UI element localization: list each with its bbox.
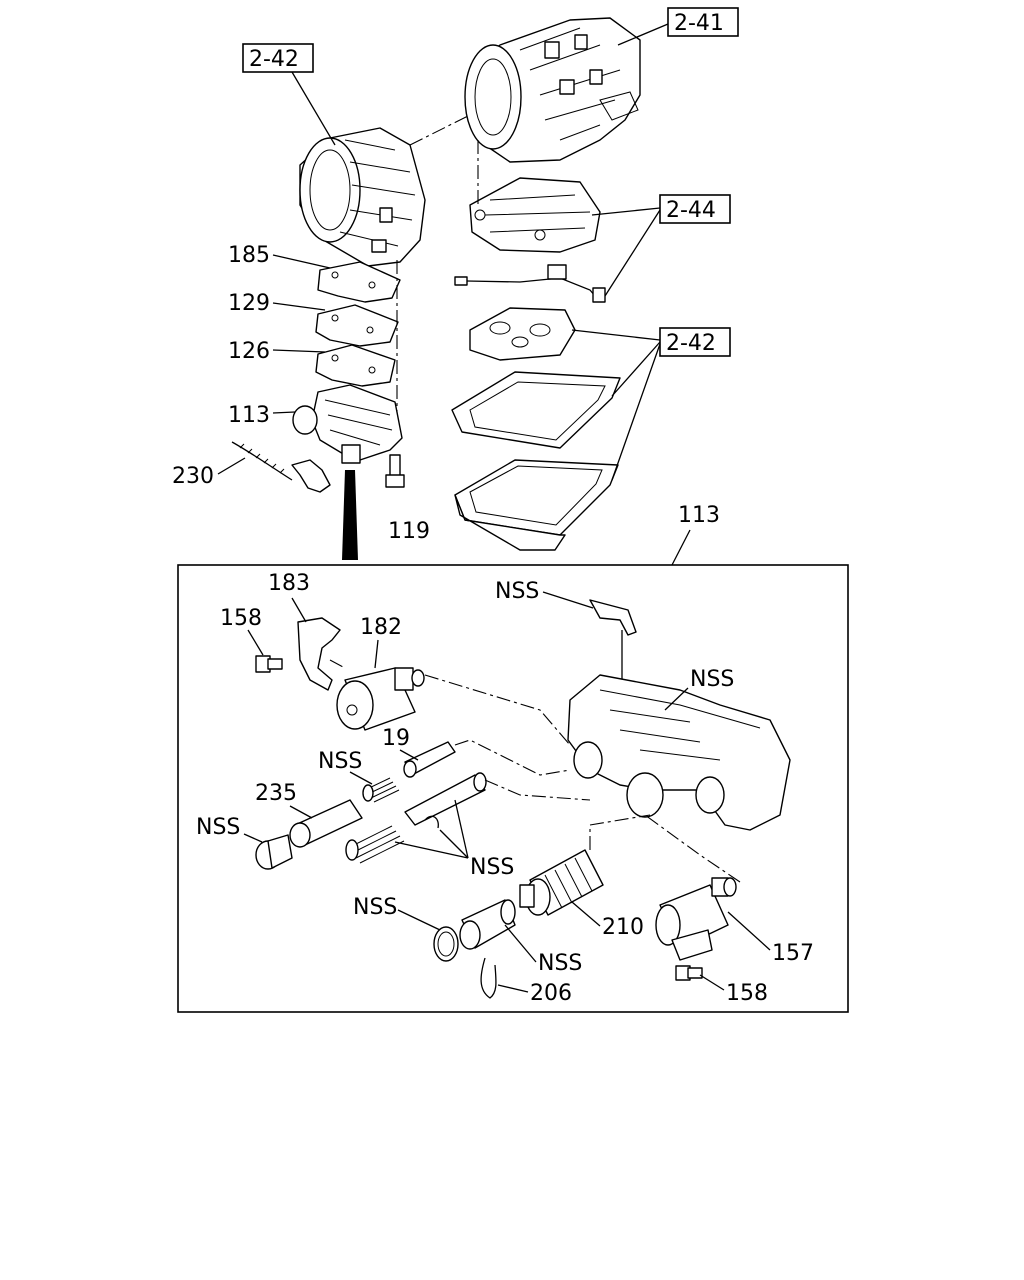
solenoid-cap xyxy=(459,899,516,950)
transmission-case xyxy=(464,17,641,163)
valve-body-housing xyxy=(567,674,791,831)
ref-2-41-label: 2-41 xyxy=(674,11,724,36)
detail-nss-oring: NSS xyxy=(353,895,397,920)
gasket-126 xyxy=(315,344,396,387)
callout-2-41: 2-41 xyxy=(617,7,739,46)
spring-large xyxy=(345,825,405,864)
valve-long-axis xyxy=(484,779,591,801)
gasket-129 xyxy=(315,304,399,347)
plug xyxy=(255,834,293,870)
ref-2-42-right-label: 2-42 xyxy=(666,331,716,356)
valve-19 xyxy=(403,741,456,778)
solenoid-182 xyxy=(336,667,425,731)
callout-2-44: 2-44 xyxy=(591,194,731,297)
spring-small xyxy=(362,777,400,803)
detail-206: 206 xyxy=(530,981,572,1006)
callout-2-42-right: 2-42 xyxy=(571,327,731,481)
bolt-158-bottom xyxy=(675,965,703,981)
retaining-clip xyxy=(424,815,439,829)
callout-113-box: 113 xyxy=(678,503,720,528)
detail-pointer xyxy=(342,470,358,560)
valve-235 xyxy=(289,799,363,848)
detail-210: 210 xyxy=(602,915,644,940)
callout-2-42-top: 2-42 xyxy=(242,43,336,146)
valve-long xyxy=(404,772,487,826)
solenoid-157-axis xyxy=(644,814,741,883)
detail-nss-spring: NSS xyxy=(318,749,362,774)
detail-nss-plug: NSS xyxy=(196,815,240,840)
solenoid-182-axis xyxy=(329,659,571,746)
callout-126: 126 xyxy=(228,339,270,364)
callout-129: 129 xyxy=(228,291,270,316)
callout-185: 185 xyxy=(228,243,270,268)
callout-230: 230 xyxy=(172,464,214,489)
detail-158-bottom: 158 xyxy=(726,981,768,1006)
bolt-158-top xyxy=(255,655,283,673)
detail-158-top: 158 xyxy=(220,606,262,631)
oil-pan-gasket xyxy=(451,371,621,449)
callout-119: 119 xyxy=(388,519,430,544)
oil-strainer xyxy=(469,307,576,361)
callout-113-left: 113 xyxy=(228,403,270,428)
bracket-183 xyxy=(297,617,341,691)
detail-19: 19 xyxy=(382,726,410,751)
valve-19-axis xyxy=(454,739,571,776)
filter-axis xyxy=(589,814,651,850)
solenoid-harness xyxy=(454,264,606,303)
ref-2-42-top-label: 2-42 xyxy=(249,47,299,72)
detail-157: 157 xyxy=(772,941,814,966)
detail-183: 183 xyxy=(268,571,310,596)
oil-pan xyxy=(454,459,619,551)
detail-nss-cap: NSS xyxy=(538,951,582,976)
filter-210 xyxy=(519,849,604,916)
detail-nss-plate: NSS xyxy=(495,579,539,604)
detail-235: 235 xyxy=(255,781,297,806)
detail-nss-body: NSS xyxy=(690,667,734,692)
detail-box xyxy=(177,564,849,1013)
wiring-harness-230 xyxy=(231,441,331,493)
detail-182: 182 xyxy=(360,615,402,640)
gasket-185 xyxy=(317,261,401,303)
clip-206 xyxy=(480,957,497,999)
bell-housing xyxy=(299,127,426,267)
upper-valve-body xyxy=(469,177,601,253)
bolt-119 xyxy=(385,454,405,488)
detail-nss-valves: NSS xyxy=(470,855,514,880)
valve-body-assembly xyxy=(292,384,403,464)
ref-2-44-label: 2-44 xyxy=(666,198,716,223)
solenoid-157 xyxy=(655,877,737,961)
housing-alignment-line xyxy=(409,114,471,146)
